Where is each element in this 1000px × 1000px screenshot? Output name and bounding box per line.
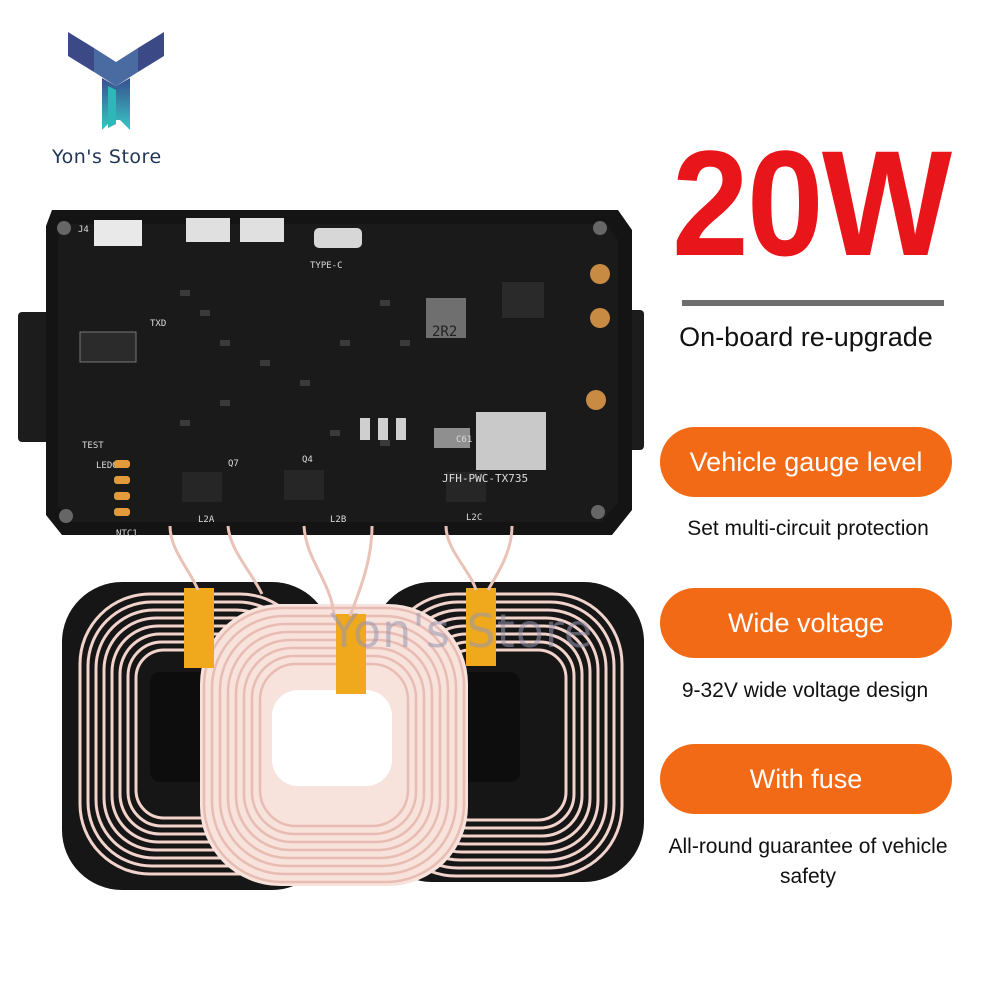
watermark-text: Yon's Store xyxy=(330,604,594,658)
feature-badge-fuse: With fuse xyxy=(660,744,952,814)
wireless-charger-board-image: JFH-PWC-TX735 2R2 TYPE-C J4 TXD TEST LED… xyxy=(18,210,644,890)
svg-text:C61: C61 xyxy=(456,435,472,445)
svg-text:TEST: TEST xyxy=(82,441,104,451)
feature-description-fuse: All-round guarantee of vehicle safety xyxy=(668,835,948,888)
svg-text:L2C: L2C xyxy=(466,513,482,523)
feature-badge-wide-voltage: Wide voltage xyxy=(660,588,952,658)
brand-name: Yon's Store xyxy=(52,146,162,168)
svg-text:J4: J4 xyxy=(78,225,89,235)
svg-text:LEDG: LEDG xyxy=(96,461,118,471)
svg-text:TXD: TXD xyxy=(150,319,166,329)
feature-description-wide-voltage: 9-32V wide voltage design xyxy=(681,679,929,702)
svg-text:2R2: 2R2 xyxy=(432,324,457,340)
svg-text:Q4: Q4 xyxy=(302,455,313,465)
feature-badge-vehicle-gauge: Vehicle gauge level xyxy=(660,427,952,497)
svg-text:TYPE-C: TYPE-C xyxy=(310,261,343,271)
svg-text:JFH-PWC-TX735: JFH-PWC-TX735 xyxy=(442,472,528,485)
stylized-Y-logo-icon xyxy=(68,32,164,130)
subheadline: On-board re-upgrade xyxy=(679,322,933,352)
headline-divider xyxy=(682,300,944,306)
svg-text:L2A: L2A xyxy=(198,515,215,525)
svg-text:Q7: Q7 xyxy=(228,459,239,469)
feature-description-vehicle-gauge: Set multi-circuit protection xyxy=(687,517,929,540)
svg-text:L2B: L2B xyxy=(330,515,346,525)
power-headline: 20W xyxy=(672,119,952,287)
svg-text:NTC1: NTC1 xyxy=(116,529,138,539)
